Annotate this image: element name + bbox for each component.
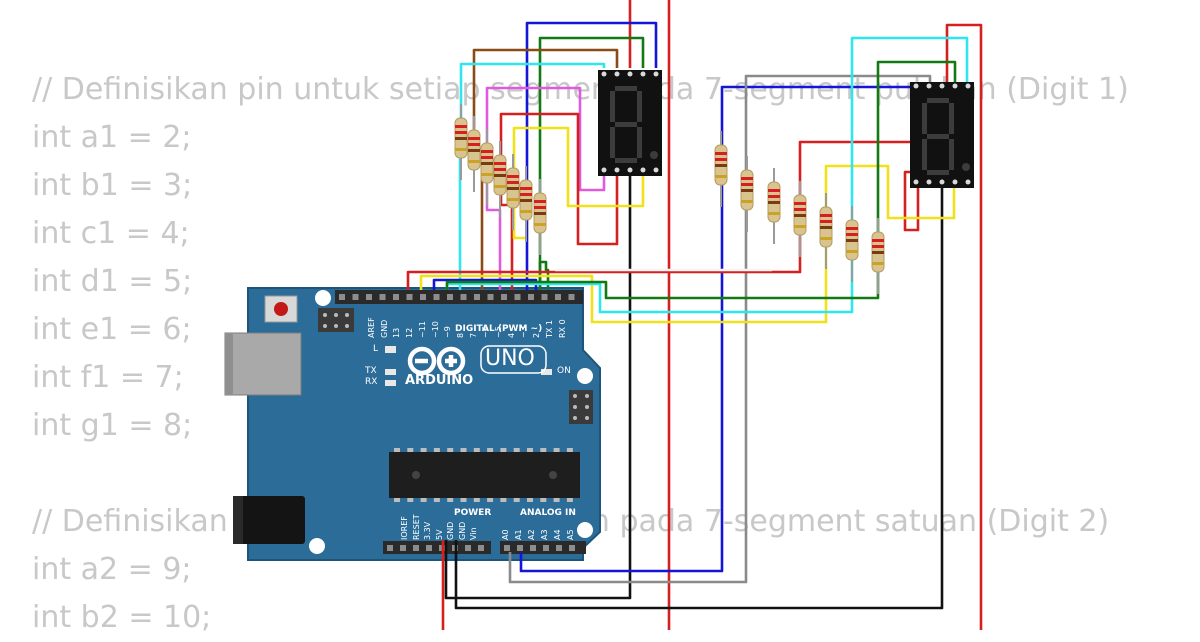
reset-button-cap[interactable] [274, 302, 288, 316]
power-header [383, 541, 491, 554]
seven-segment-digit-1[interactable] [598, 70, 662, 176]
code-line: int b1 = 3; [32, 168, 193, 203]
mounting-hole [315, 290, 331, 306]
wire-blue [525, 21, 658, 290]
resistor [533, 179, 547, 255]
mounting-hole [309, 538, 325, 554]
resistor [845, 206, 859, 282]
segment [927, 98, 949, 103]
resistor [493, 141, 507, 217]
code-line: int a1 = 2; [32, 120, 192, 155]
power-jack [233, 496, 305, 544]
resistor [506, 154, 520, 230]
arduino-uno-board[interactable] [224, 287, 601, 561]
uno-badge [480, 345, 547, 374]
resistor [767, 168, 781, 244]
resistor [519, 166, 533, 242]
led-tx [385, 369, 396, 375]
wire-green [538, 36, 645, 290]
resistor [480, 129, 494, 205]
segment [637, 127, 642, 158]
resistor [871, 218, 885, 294]
segment [949, 103, 954, 134]
segment [927, 134, 949, 139]
code-line: int b2 = 10; [32, 600, 212, 635]
segment [615, 158, 637, 163]
resistor [467, 116, 481, 192]
resistor [819, 193, 833, 269]
segment [637, 91, 642, 122]
led-on [541, 369, 552, 375]
arduino-logo-icon [407, 346, 466, 376]
segment [949, 139, 954, 170]
wire-black [454, 186, 944, 610]
wire-red [945, 23, 983, 630]
segment [927, 170, 949, 175]
segment [922, 139, 927, 170]
icsp-header-right [569, 390, 593, 424]
resistor [740, 156, 754, 232]
usb-connector [224, 332, 302, 396]
resistor [714, 131, 728, 207]
segment [610, 127, 615, 158]
segment [922, 103, 927, 134]
code-line: int f1 = 7; [32, 360, 184, 395]
wire-yellow [512, 126, 645, 240]
resistor [454, 104, 468, 180]
segment [615, 122, 637, 127]
code-line: int a2 = 9; [32, 552, 192, 587]
code-line: int c1 = 4; [32, 216, 190, 251]
icsp-header [318, 308, 354, 332]
code-line: int e1 = 6; [32, 312, 192, 347]
resistor [793, 181, 807, 257]
mounting-hole [577, 368, 593, 384]
wire-green [445, 60, 957, 300]
code-line: int d1 = 5; [32, 264, 193, 299]
seven-segment-digit-2[interactable] [910, 82, 974, 188]
resistor-group [454, 104, 885, 294]
code-line: int g1 = 8; [32, 408, 193, 443]
digital-header [335, 290, 583, 304]
segment [615, 86, 637, 91]
wire-cyan [445, 36, 969, 314]
atmega-chip [389, 452, 580, 498]
wire-gray [508, 74, 932, 584]
wire-green [538, 260, 550, 290]
led-rx [385, 380, 396, 386]
led-l [385, 346, 396, 353]
wire-black [444, 172, 632, 600]
wire-magenta [485, 86, 606, 290]
mounting-hole [577, 522, 593, 538]
segment [610, 91, 615, 122]
